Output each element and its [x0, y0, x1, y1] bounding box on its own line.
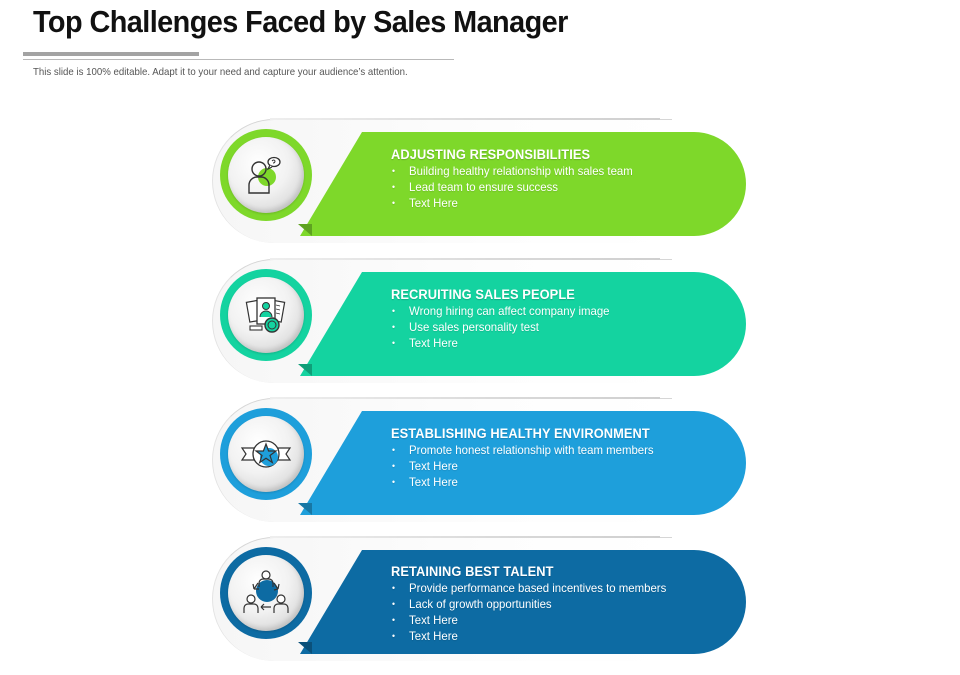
title-underline-thick	[23, 52, 199, 56]
bullet-item: Provide performance based incentives to …	[391, 580, 666, 596]
bullet-list: Promote honest relationship with team me…	[391, 442, 667, 490]
bullet-item: Text Here	[391, 474, 654, 490]
bullet-item: Text Here	[391, 335, 610, 351]
row-frame-line	[270, 118, 660, 120]
row-heading: RETAINING BEST TALENT	[391, 564, 554, 579]
row-heading: RECRUITING SALES PEOPLE	[391, 287, 575, 302]
title-underline-thin	[23, 59, 454, 60]
bullet-item: Text Here	[391, 195, 633, 211]
row-heading: ESTABLISHING HEALTHY ENVIRONMENT	[391, 426, 650, 441]
bullet-list: Building healthy relationship with sales…	[391, 163, 645, 211]
bullet-item: Wrong hiring can affect company image	[391, 303, 610, 319]
bullet-item: Use sales personality test	[391, 319, 610, 335]
challenge-row-1: ADJUSTING RESPONSIBILITIES Building heal…	[0, 118, 960, 259]
bullet-list: Wrong hiring can affect company image Us…	[391, 303, 621, 351]
bullet-item: Promote honest relationship with team me…	[391, 442, 654, 458]
challenge-row-3: ESTABLISHING HEALTHY ENVIRONMENT Promote…	[0, 397, 960, 538]
bullet-item: Text Here	[391, 612, 666, 628]
row-heading: ADJUSTING RESPONSIBILITIES	[391, 147, 591, 162]
bullet-item: Text Here	[391, 458, 654, 474]
row-frame-line	[270, 536, 660, 538]
bullet-list: Provide performance based incentives to …	[391, 580, 681, 644]
bullet-item: Lead team to ensure success	[391, 179, 633, 195]
row-frame-line	[270, 258, 660, 260]
resume-magnifier-icon	[245, 297, 286, 333]
challenge-row-4: RETAINING BEST TALENT Provide performanc…	[0, 536, 960, 675]
row-content: ESTABLISHING HEALTHY ENVIRONMENT Promote…	[391, 426, 667, 490]
row-content: RECRUITING SALES PEOPLE Wrong hiring can…	[391, 287, 621, 351]
star-ribbon-badge-icon	[240, 440, 292, 468]
person-speech-bubble-icon	[248, 156, 281, 194]
page-subtitle: This slide is 100% editable. Adapt it to…	[33, 66, 408, 78]
row-content: ADJUSTING RESPONSIBILITIES Building heal…	[391, 147, 645, 211]
bullet-item: Text Here	[391, 628, 666, 644]
bullet-item: Lack of growth opportunities	[391, 596, 666, 612]
bullet-item: Building healthy relationship with sales…	[391, 163, 633, 179]
row-content: RETAINING BEST TALENT Provide performanc…	[391, 564, 681, 644]
team-cycle-icon	[243, 570, 289, 613]
page-title: Top Challenges Faced by Sales Manager	[33, 4, 568, 39]
row-frame-line	[270, 397, 660, 399]
challenge-row-2: RECRUITING SALES PEOPLE Wrong hiring can…	[0, 258, 960, 399]
